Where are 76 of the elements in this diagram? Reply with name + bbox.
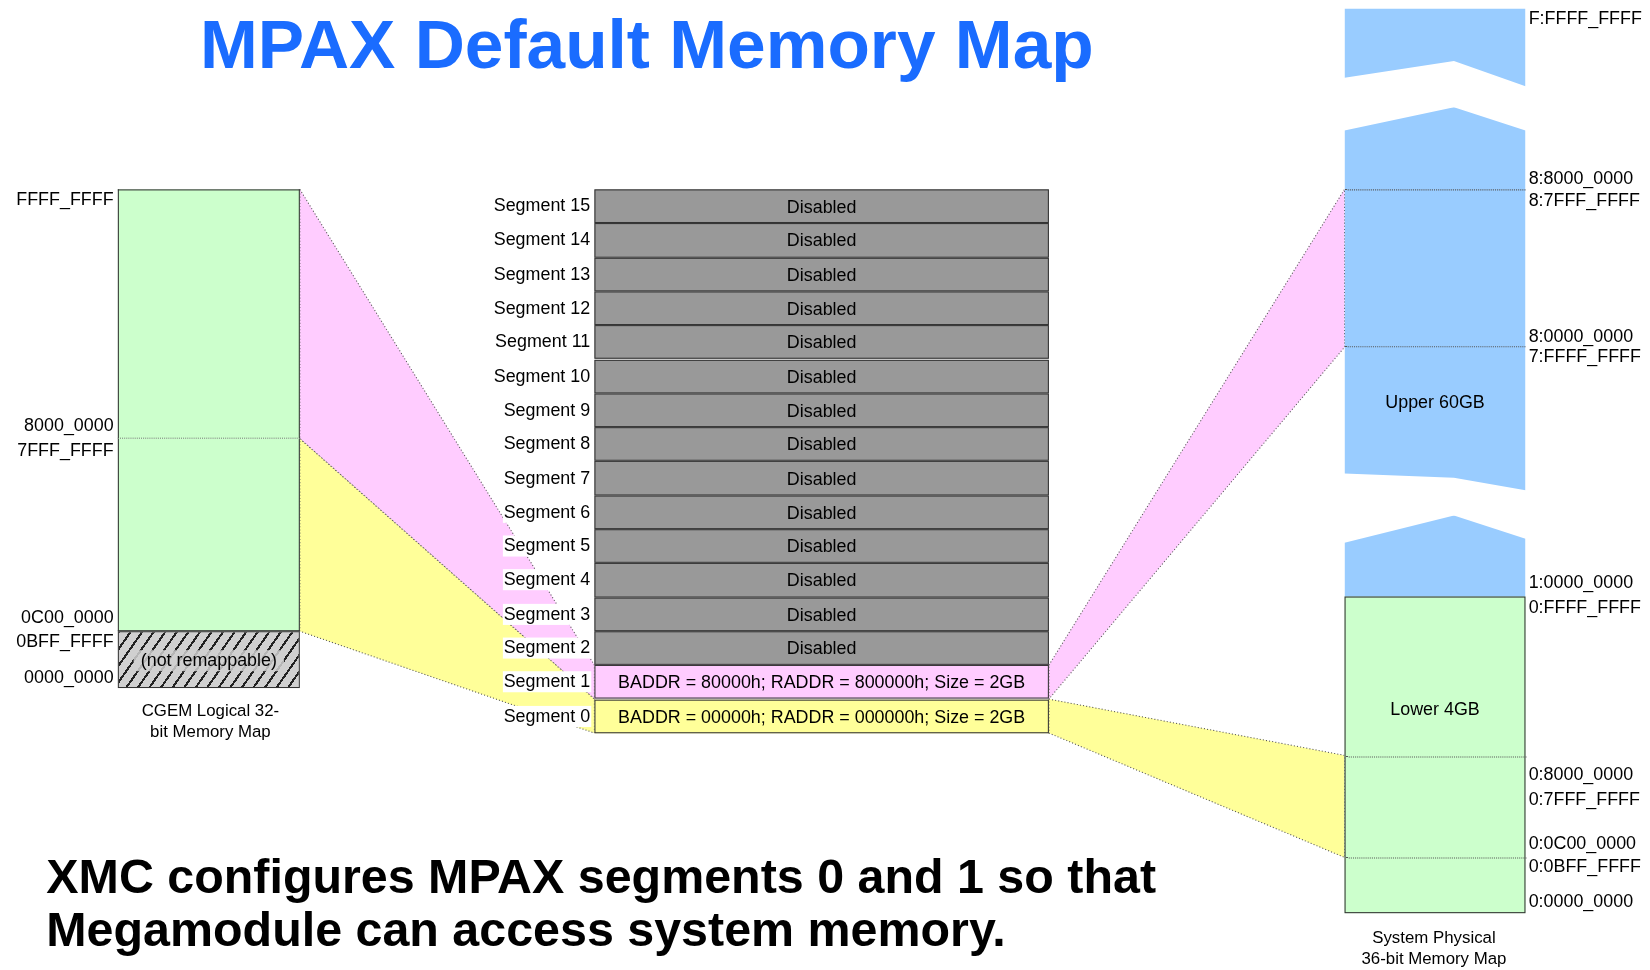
segment-row: [594, 359, 1049, 394]
segment-status: Disabled: [785, 434, 858, 456]
segment-name: Segment 5: [502, 535, 592, 557]
address-label: 8:0000_0000: [1528, 326, 1634, 348]
segment-row: [594, 291, 1049, 326]
segment-row: [594, 427, 1049, 462]
address-label: 8000_0000: [24, 415, 114, 437]
segment-name: Segment 0: [502, 705, 592, 727]
segment-row: [594, 495, 1049, 530]
memory-region: [117, 189, 300, 439]
memory-region: [1344, 107, 1526, 493]
segment-name: Segment 1: [502, 671, 592, 693]
title: MPAX Default Memory Map: [199, 4, 1094, 85]
address-label: 0BFF_FFFF: [16, 631, 114, 653]
region-label: (not remappable): [133, 650, 285, 672]
caption: XMC configures MPAX segments 0 and 1 so that Megamodule can access system memory.: [46, 850, 1157, 956]
address-label: 8:8000_0000: [1528, 168, 1634, 190]
region-label: Upper 60GB: [1384, 392, 1486, 414]
segment-status: Disabled: [785, 638, 858, 660]
address-label: 0:0C00_0000: [1528, 833, 1637, 855]
segment-row: [594, 461, 1049, 496]
segment-row: [594, 563, 1049, 598]
segment-row: [594, 257, 1049, 292]
segment-name: Segment 2: [502, 637, 592, 659]
segment-row: [594, 529, 1049, 564]
address-label: 0C00_0000: [21, 607, 114, 629]
segment-name: Segment 3: [502, 603, 592, 625]
mapping-band: [1048, 187, 1346, 701]
segment-status: Disabled: [785, 230, 858, 252]
address-label: 0:FFFF_FFFF: [1528, 597, 1641, 619]
segment-status: Disabled: [785, 570, 858, 592]
segment-row: [594, 325, 1049, 360]
segment-status: Disabled: [785, 264, 858, 286]
segment-status: Disabled: [785, 604, 858, 626]
segment-name: Segment 11: [494, 331, 592, 353]
address-label: 0:0BFF_FFFF: [1528, 856, 1641, 878]
mapping-band: [1048, 698, 1346, 859]
segment-status: Disabled: [785, 298, 858, 320]
region-label: Lower 4GB: [1389, 699, 1481, 721]
address-label: 0:8000_0000: [1528, 763, 1634, 785]
segment-status: Disabled: [785, 332, 858, 354]
segment-status: Disabled: [785, 196, 858, 218]
hatched-region: [117, 631, 300, 689]
address-label: F:FFFF_FFFF: [1528, 8, 1642, 30]
segment-settings: BADDR = 80000h; RADDR = 800000h; Size = 2GB: [617, 672, 1027, 694]
memory-region: [1344, 515, 1526, 598]
map-caption: CGEM Logical 32-bit Memory Map: [140, 700, 281, 743]
address-label: 8:7FFF_FFFF: [1528, 190, 1640, 212]
segment-status: Disabled: [785, 400, 858, 422]
memory-region: [117, 438, 300, 632]
map-caption: System Physical 36-bit Memory Map: [1360, 926, 1508, 969]
segment-status: Disabled: [785, 468, 858, 490]
segment-name: Segment 15: [492, 195, 592, 217]
memory-region: [1344, 8, 1526, 88]
segment-name: Segment 8: [502, 433, 592, 455]
address-label: 7:FFFF_FFFF: [1528, 346, 1641, 368]
segment-name: Segment 14: [492, 229, 592, 251]
segment-row: [594, 665, 1049, 700]
memory-region: [1344, 596, 1526, 914]
segment-row: [594, 597, 1049, 632]
address-label: 0000_0000: [24, 667, 114, 689]
segment-row: [594, 189, 1049, 224]
address-label: FFFF_FFFF: [16, 189, 114, 211]
segment-row: [594, 631, 1049, 666]
address-label: 0:7FFF_FFFF: [1528, 789, 1640, 811]
address-label: 7FFF_FFFF: [17, 439, 114, 461]
address-label: 0:0000_0000: [1528, 891, 1634, 913]
segment-row: [594, 223, 1049, 258]
segment-row: [594, 699, 1049, 734]
segment-status: Disabled: [785, 366, 858, 388]
segment-name: Segment 4: [502, 569, 592, 591]
segment-status: Disabled: [785, 536, 858, 558]
segment-status: Disabled: [785, 502, 858, 524]
segment-row: [594, 393, 1049, 428]
segment-settings: BADDR = 00000h; RADDR = 000000h; Size = 2GB: [617, 706, 1027, 728]
address-label: 1:0000_0000: [1528, 572, 1634, 594]
